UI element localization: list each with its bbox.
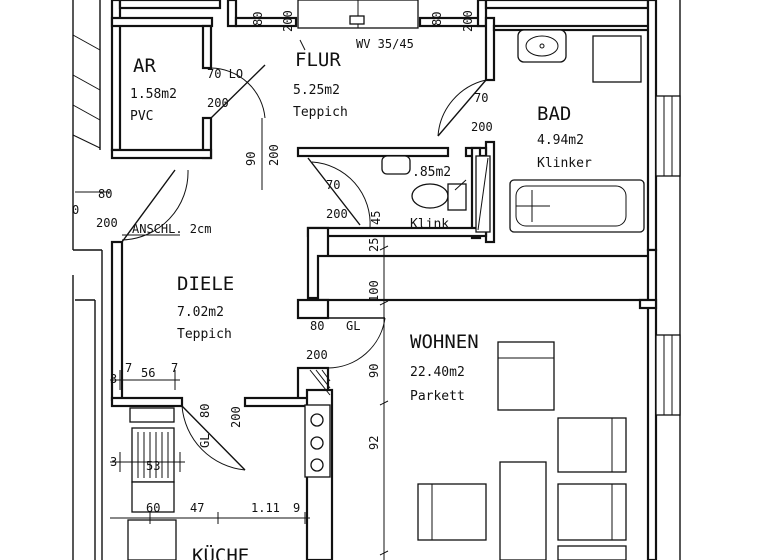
label-dim-100: 100 — [367, 280, 381, 302]
room-wc-area: .85m2 — [412, 165, 451, 180]
room-wohnen-name: WOHNEN — [410, 331, 479, 353]
label-dim-25: 25 — [367, 238, 381, 252]
room-flur-name: FLUR — [295, 49, 341, 71]
label-wohnen-door-type: GL — [346, 319, 360, 333]
label-kueche-door-h: 200 — [229, 406, 243, 428]
label-left-0: 0 — [72, 203, 79, 217]
label-dim-7a: 7 — [125, 361, 132, 375]
room-bad: BAD 4.94m2 Klinker — [537, 103, 592, 171]
label-wohnen-door-w: 80 — [310, 319, 324, 333]
doors — [121, 64, 487, 471]
label-dim-9: 9 — [293, 501, 300, 515]
label-dim-92: 92 — [367, 436, 381, 450]
label-top-200b: 200 — [461, 10, 475, 32]
label-ar-door-h: 200 — [207, 96, 229, 110]
label-wohnen-door-h: 200 — [306, 348, 328, 362]
label-top-80a: 80 — [251, 12, 265, 26]
label-dim-3b: 3 — [110, 455, 117, 469]
room-ar-area: 1.58m2 — [130, 87, 177, 102]
label-wv: WV 35/45 — [356, 37, 414, 51]
room-ar-floor: PVC — [130, 109, 153, 124]
label-diele-door-w: 80 — [98, 187, 112, 201]
label-dim-47: 47 — [190, 501, 204, 515]
label-kueche-door-w: 80 — [198, 404, 212, 418]
label-kueche-door-type: GL — [198, 434, 212, 448]
label-diele-door-h: 200 — [96, 216, 118, 230]
label-wc-door-h: 200 — [326, 207, 348, 221]
label-top-200a: 200 — [281, 10, 295, 32]
room-diele-name: DIELE — [177, 273, 234, 295]
label-dim-111: 1.11 — [251, 501, 280, 515]
room-wohnen: WOHNEN 22.40m2 Parkett — [410, 331, 479, 404]
top-cabinets — [297, 0, 419, 51]
room-bad-floor: Klinker — [537, 156, 592, 171]
room-wc: .85m2 Klink — [410, 165, 451, 232]
label-dim-60: 60 — [146, 501, 160, 515]
label-flur-90: 90 — [244, 152, 258, 166]
room-bad-area: 4.94m2 — [537, 133, 584, 148]
room-flur-area: 5.25m2 — [293, 83, 340, 98]
label-wc-door-side: 45 — [369, 211, 383, 225]
kitchen-fixtures — [127, 369, 331, 560]
living-furniture — [417, 341, 627, 560]
room-diele-floor: Teppich — [177, 327, 232, 342]
label-flur-200: 200 — [267, 144, 281, 166]
label-wc-door-w: 70 — [326, 178, 340, 192]
label-ar-door: 70 LO — [207, 67, 243, 81]
room-flur: FLUR 5.25m2 Teppich — [293, 49, 348, 120]
left-exterior — [72, 0, 103, 560]
room-kueche: KÜCHE — [192, 544, 249, 560]
label-bad-door-w: 70 — [474, 91, 488, 105]
label-top-80b: 80 — [430, 12, 444, 26]
room-kueche-name: KÜCHE — [192, 544, 249, 560]
dimension-lines — [75, 118, 389, 560]
room-wohnen-floor: Parkett — [410, 389, 465, 404]
bathroom-fixtures — [381, 29, 645, 233]
room-ar: AR 1.58m2 PVC — [130, 55, 177, 124]
label-dim-3a: 3 — [110, 372, 117, 386]
label-anschl: ANSCHL. 2cm — [132, 222, 211, 236]
room-bad-name: BAD — [537, 103, 571, 125]
label-bad-door-h: 200 — [471, 120, 493, 134]
label-dim-7b: 7 — [171, 361, 178, 375]
label-dim-90: 90 — [367, 364, 381, 378]
room-wc-floor: Klink — [410, 217, 449, 232]
room-wohnen-area: 22.40m2 — [410, 365, 465, 380]
room-diele-area: 7.02m2 — [177, 305, 224, 320]
annotations: WV 35/45 ANSCHL. 2cm 70 LO 200 70 200 70… — [72, 10, 493, 515]
room-flur-floor: Teppich — [293, 105, 348, 120]
label-dim-56: 56 — [141, 366, 155, 380]
label-dim-53: 53 — [146, 459, 160, 473]
room-diele: DIELE 7.02m2 Teppich — [177, 273, 234, 342]
room-ar-name: AR — [133, 55, 156, 77]
walls — [110, 0, 681, 560]
